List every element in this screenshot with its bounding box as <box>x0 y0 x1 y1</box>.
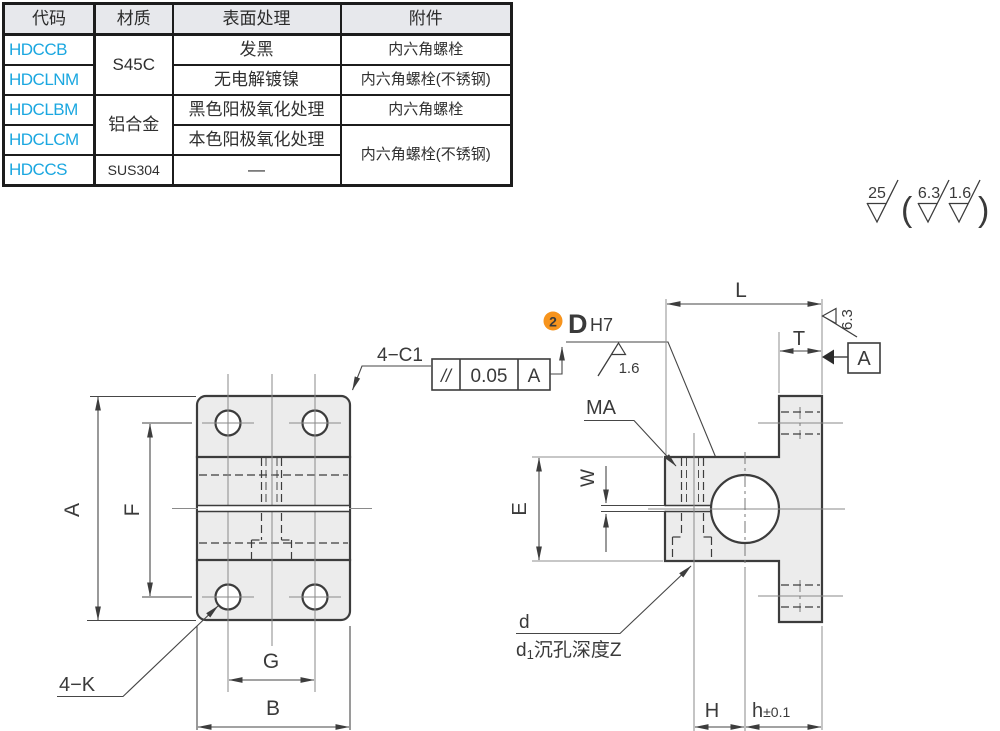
thread-label: MA <box>586 397 617 419</box>
roughness-25-value: 25 <box>868 185 886 202</box>
parallelism-datum: A <box>528 366 541 387</box>
side-view-dimensions: L T E W H h±0.1 <box>509 279 823 730</box>
surface-cell: — <box>171 154 342 187</box>
surface-cell: 无电解镀镍 <box>171 64 342 96</box>
roughness-symbol <box>917 179 950 224</box>
counterbore-label: d1沉孔深度Z <box>516 639 622 662</box>
hole-callout: 4−K <box>57 605 219 698</box>
surface-cell: 黑色阳极氧化处理 <box>171 94 342 126</box>
table-header-row: 代码 材质 表面处理 附件 <box>2 2 513 36</box>
part-code-link[interactable]: HDCLBM <box>2 94 96 126</box>
accessory-cell: 内六角螺栓 <box>339 94 513 126</box>
hole-label: 4−K <box>59 674 96 696</box>
chamfer-label: 4−C1 <box>377 345 423 366</box>
dim-h-tolerance: ±0.1 <box>763 704 790 720</box>
close-paren: ) <box>978 191 989 229</box>
dim-W-label: W <box>578 469 599 487</box>
roughness-63-value: 6.3 <box>839 309 856 330</box>
roughness-16-value: 1.6 <box>949 185 971 202</box>
surface-cell: 发黑 <box>171 33 342 66</box>
counterbore-d: d <box>516 640 527 661</box>
parallelism-frame: // 0.05 A <box>431 346 565 391</box>
dim-F-label: F <box>121 504 144 517</box>
material-cell: 铝合金 <box>93 94 174 156</box>
table-row: HDCLCM 本色阳极氧化处理 内六角螺栓(不锈钢) <box>2 124 513 187</box>
bore-fit-class: H7 <box>590 315 613 335</box>
bore-callout: 2 D H7 1.6 <box>543 309 722 471</box>
hole-d-label: d <box>519 612 530 633</box>
clamp-screw-hidden-lines <box>250 458 293 559</box>
datum-triangle <box>822 349 834 365</box>
surface-roughness-note: 25 ( 6.3 1.6 ) <box>866 179 989 229</box>
counterbore-callout: d d1沉孔深度Z <box>516 565 692 662</box>
dim-E-label: E <box>509 502 531 515</box>
dim-A-label: A <box>61 503 84 517</box>
roughness-symbol <box>866 179 899 224</box>
side-view: L T E W H h±0.1 <box>509 279 881 731</box>
callout-number: 2 <box>549 314 557 330</box>
roughness-16-symbol: 1.6 <box>597 341 640 377</box>
counterbore-text: 沉孔深度Z <box>534 639 622 661</box>
datum-flag: A <box>822 342 881 374</box>
accessory-cell: 内六角螺栓(不锈钢) <box>339 64 513 96</box>
flange-hole-hidden-lines <box>781 411 820 608</box>
front-view-dimensions: A F G B <box>61 395 351 730</box>
thread-callout: MA <box>584 397 677 467</box>
callout-number-badge <box>543 311 563 331</box>
part-code-link[interactable]: HDCLNM <box>2 64 96 96</box>
table-row: HDCLBM 铝合金 黑色阳极氧化处理 内六角螺栓 <box>2 94 513 156</box>
dim-T-label: T <box>793 328 805 350</box>
front-view: A F G B 4−C1 4−K <box>57 345 431 730</box>
bore-diameter-letter: D <box>568 309 588 339</box>
material-cell: S45C <box>93 33 174 96</box>
material-cell: SUS304 <box>93 154 174 187</box>
header-code: 代码 <box>2 2 96 36</box>
table-row: HDCLNM 无电解镀镍 内六角螺栓(不锈钢) <box>2 64 513 96</box>
roughness-16-value: 1.6 <box>619 360 640 377</box>
table-row: HDCCS SUS304 — <box>2 154 512 187</box>
dim-H-label: H <box>705 700 719 722</box>
open-paren: ( <box>901 191 913 229</box>
counterbore-subscript: 1 <box>527 647 534 662</box>
part-code-link[interactable]: HDCCS <box>2 154 96 187</box>
roughness-symbol <box>948 179 981 224</box>
slit-gap <box>198 505 349 512</box>
accessory-cell: 内六角螺栓(不锈钢) <box>339 124 513 187</box>
header-material: 材质 <box>93 2 174 36</box>
part-code-link[interactable]: HDCLCM <box>2 124 96 156</box>
roughness-63-value: 6.3 <box>918 185 940 202</box>
dim-L-label: L <box>735 279 747 302</box>
table-row: HDCCB S45C 发黑 内六角螺栓 <box>2 33 513 96</box>
surface-cell: 本色阳极氧化处理 <box>171 124 342 156</box>
parallelism-tolerance: 0.05 <box>471 366 508 387</box>
dim-B-label: B <box>266 697 280 720</box>
dim-h-label: h±0.1 <box>752 700 790 722</box>
header-surface: 表面处理 <box>171 2 342 36</box>
header-accessory: 附件 <box>339 2 513 36</box>
spec-table: 代码 材质 表面处理 附件 HDCCB S45C 发黑 内六角螺栓 HDCLNM… <box>2 2 513 187</box>
dim-h-letter: h <box>752 700 763 722</box>
chamfer-callout: 4−C1 <box>351 345 431 391</box>
parallelism-symbol: // <box>439 366 453 386</box>
clamp-screw-hidden-lines <box>671 458 713 560</box>
roughness-63-symbol: 6.3 <box>821 307 858 338</box>
datum-letter: A <box>857 348 871 370</box>
dim-G-label: G <box>263 650 279 673</box>
